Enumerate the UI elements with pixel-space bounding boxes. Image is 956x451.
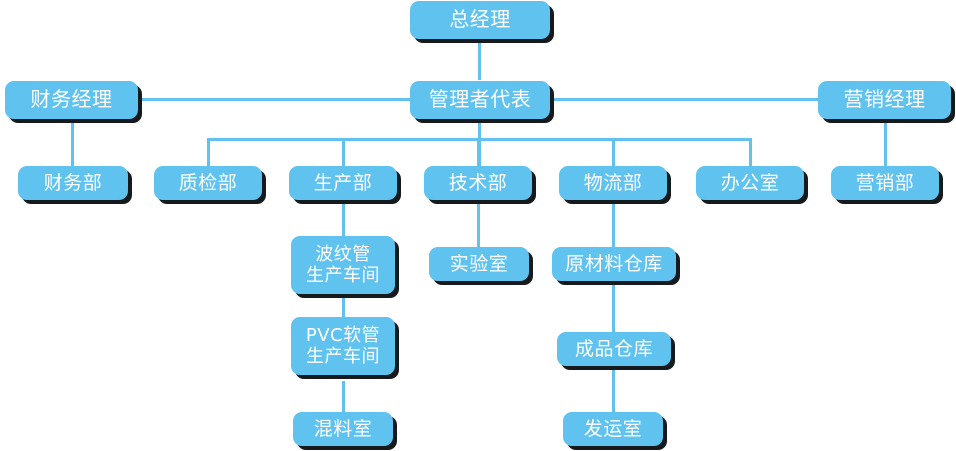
node-marketing-manager[interactable]: 营销经理 — [818, 81, 951, 119]
node-technology-dept[interactable]: 技术部 — [424, 166, 532, 200]
node-general-manager[interactable]: 总经理 — [410, 1, 550, 39]
node-finance-dept[interactable]: 财务部 — [18, 166, 128, 200]
connector-pvc-to-mixing — [342, 381, 345, 413]
node-pvc-hose-workshop[interactable]: PVC软管 生产车间 — [291, 317, 395, 375]
connector-finance-manager-to-dept — [71, 119, 74, 167]
node-laboratory[interactable]: 实验室 — [429, 247, 529, 281]
node-raw-material-warehouse[interactable]: 原材料仓库 — [552, 247, 676, 281]
connector-production-to-corrugated — [342, 199, 345, 237]
node-mixing-room[interactable]: 混料室 — [293, 412, 393, 446]
node-logistics-dept[interactable]: 物流部 — [559, 166, 667, 200]
node-qc-dept[interactable]: 质检部 — [154, 166, 262, 200]
node-production-dept[interactable]: 生产部 — [289, 166, 397, 200]
node-finished-goods-warehouse[interactable]: 成品仓库 — [557, 332, 671, 366]
node-office[interactable]: 办公室 — [696, 166, 804, 200]
connector-rawmaterial-to-finished — [612, 285, 615, 332]
connector-finished-to-shipping — [612, 369, 615, 413]
connector-bus-to-logistics — [612, 138, 615, 167]
connector-logistics-to-rawmaterial — [612, 199, 615, 248]
node-finance-manager[interactable]: 财务经理 — [5, 81, 138, 119]
node-management-representative[interactable]: 管理者代表 — [410, 81, 550, 119]
node-corrugated-pipe-workshop[interactable]: 波纹管 生产车间 — [291, 236, 395, 294]
connector-bus-to-qc — [207, 138, 210, 167]
node-marketing-dept[interactable]: 营销部 — [831, 166, 939, 200]
connector-bus-to-office — [749, 138, 752, 167]
connector-corrugated-to-pvc — [342, 294, 345, 318]
connector-bus-to-technology — [477, 138, 480, 167]
connector-bus-to-production — [342, 138, 345, 167]
node-shipping-room[interactable]: 发运室 — [563, 412, 663, 446]
connector-technology-to-laboratory — [477, 199, 480, 248]
connector-marketing-manager-to-dept — [884, 119, 887, 167]
connector-gm-down — [478, 38, 481, 80]
